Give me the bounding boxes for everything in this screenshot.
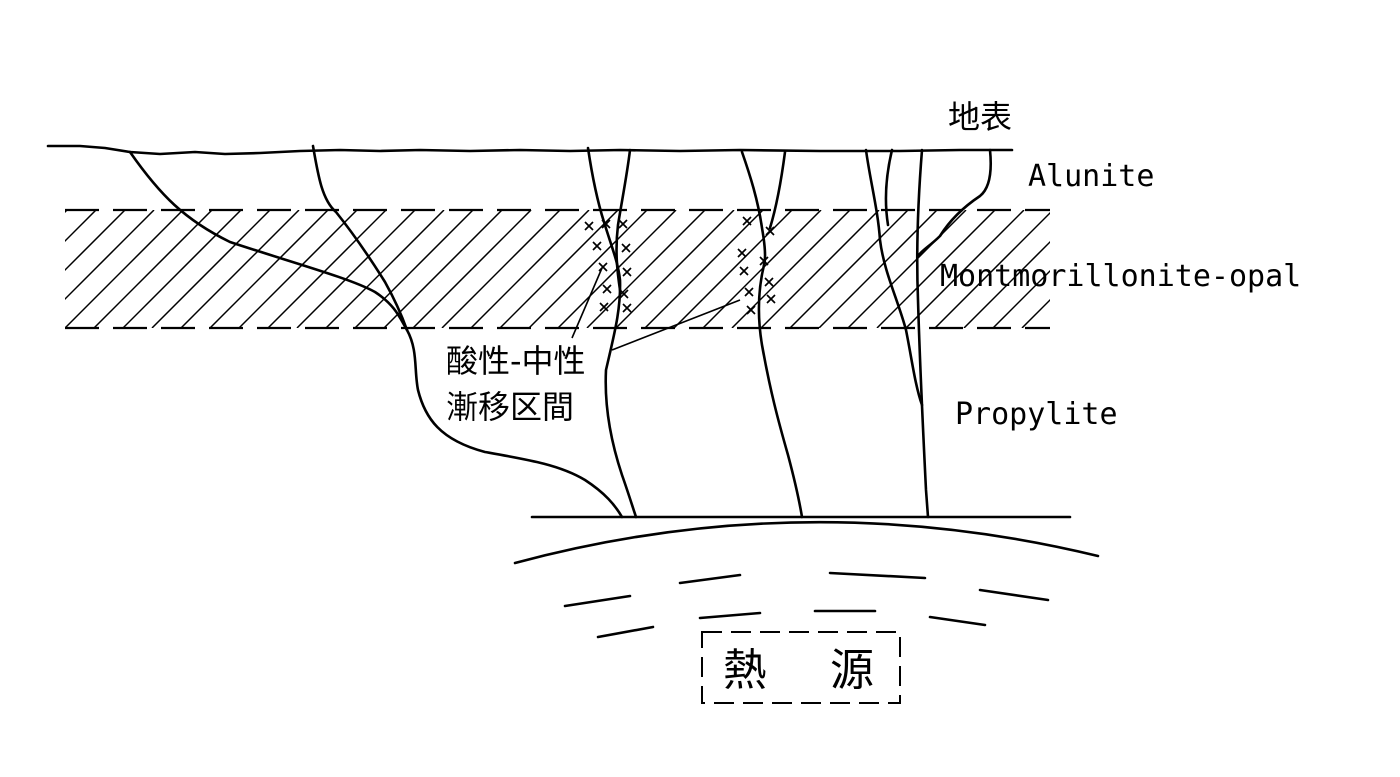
x-mark <box>739 266 749 276</box>
ground-surface-line <box>46 144 1014 156</box>
x-mark <box>764 277 774 287</box>
hatch-line <box>644 210 764 328</box>
hatch-line <box>615 210 735 328</box>
hatch-line <box>499 210 619 328</box>
x-mark <box>622 267 632 277</box>
x-mark <box>584 221 594 231</box>
x-mark <box>737 248 747 258</box>
hatch-line <box>586 210 706 328</box>
x-mark <box>765 226 775 236</box>
hatch-line <box>267 210 387 328</box>
heat-source-arcs <box>513 520 1100 639</box>
hatch-line <box>122 210 242 328</box>
hatch-line <box>93 210 213 328</box>
x-mark <box>599 302 609 312</box>
hatch-line <box>209 210 329 328</box>
hatch-line <box>934 211 1050 328</box>
hatch-line <box>876 210 996 328</box>
hatch-line <box>65 210 155 301</box>
alunite-label: Alunite <box>1028 159 1154 194</box>
surface-label: 地表 <box>948 98 1012 136</box>
x-mark <box>746 305 756 315</box>
x-mark <box>601 219 611 229</box>
montmorillonite-opal-label: Montmorillonite-opal <box>940 259 1301 294</box>
x-mark <box>622 303 632 313</box>
x-mark <box>742 216 752 226</box>
hatch-line <box>412 210 532 328</box>
hatch-line <box>905 210 1025 328</box>
hatch-line <box>963 240 1050 328</box>
transition-leader-lines <box>571 267 741 351</box>
hatch-line <box>325 210 445 328</box>
hatch-line <box>789 210 909 328</box>
x-mark <box>602 284 612 294</box>
hatch-line <box>296 210 416 328</box>
hatch-line <box>441 210 561 328</box>
hatch-line <box>65 210 68 214</box>
hatch-line <box>180 210 300 328</box>
hatch-line <box>992 269 1050 328</box>
x-mark <box>766 294 776 304</box>
hatch-line <box>0 210 38 328</box>
hatch-line <box>354 210 474 328</box>
hatch-line <box>65 210 126 272</box>
heat-source-box <box>701 631 901 704</box>
x-mark <box>618 219 628 229</box>
hatch-line <box>760 210 880 328</box>
fracture-lines <box>128 144 992 519</box>
hatch-line <box>65 210 184 328</box>
hatch-line <box>847 210 967 328</box>
propylite-label: Propylite <box>955 397 1118 432</box>
transition-label-line2: 漸移区間 <box>446 388 574 426</box>
hatch-line <box>238 210 358 328</box>
hatch-line <box>383 210 503 328</box>
x-mark <box>592 241 602 251</box>
heat-source-label-char2: 源 <box>830 645 874 696</box>
x-mark <box>598 262 608 272</box>
x-mark <box>619 289 629 299</box>
x-mark <box>621 243 631 253</box>
hatch-line <box>151 210 271 328</box>
heat-source-label-char1: 熱 <box>723 645 767 696</box>
hatch-line <box>1021 298 1050 328</box>
transition-x-marks <box>584 216 776 315</box>
hatch-line <box>470 210 590 328</box>
transition-label-line1: 酸性-中性 <box>446 342 586 380</box>
hatch-line <box>65 210 97 243</box>
x-mark <box>759 256 769 266</box>
hatch-line <box>528 210 648 328</box>
x-mark <box>744 287 754 297</box>
